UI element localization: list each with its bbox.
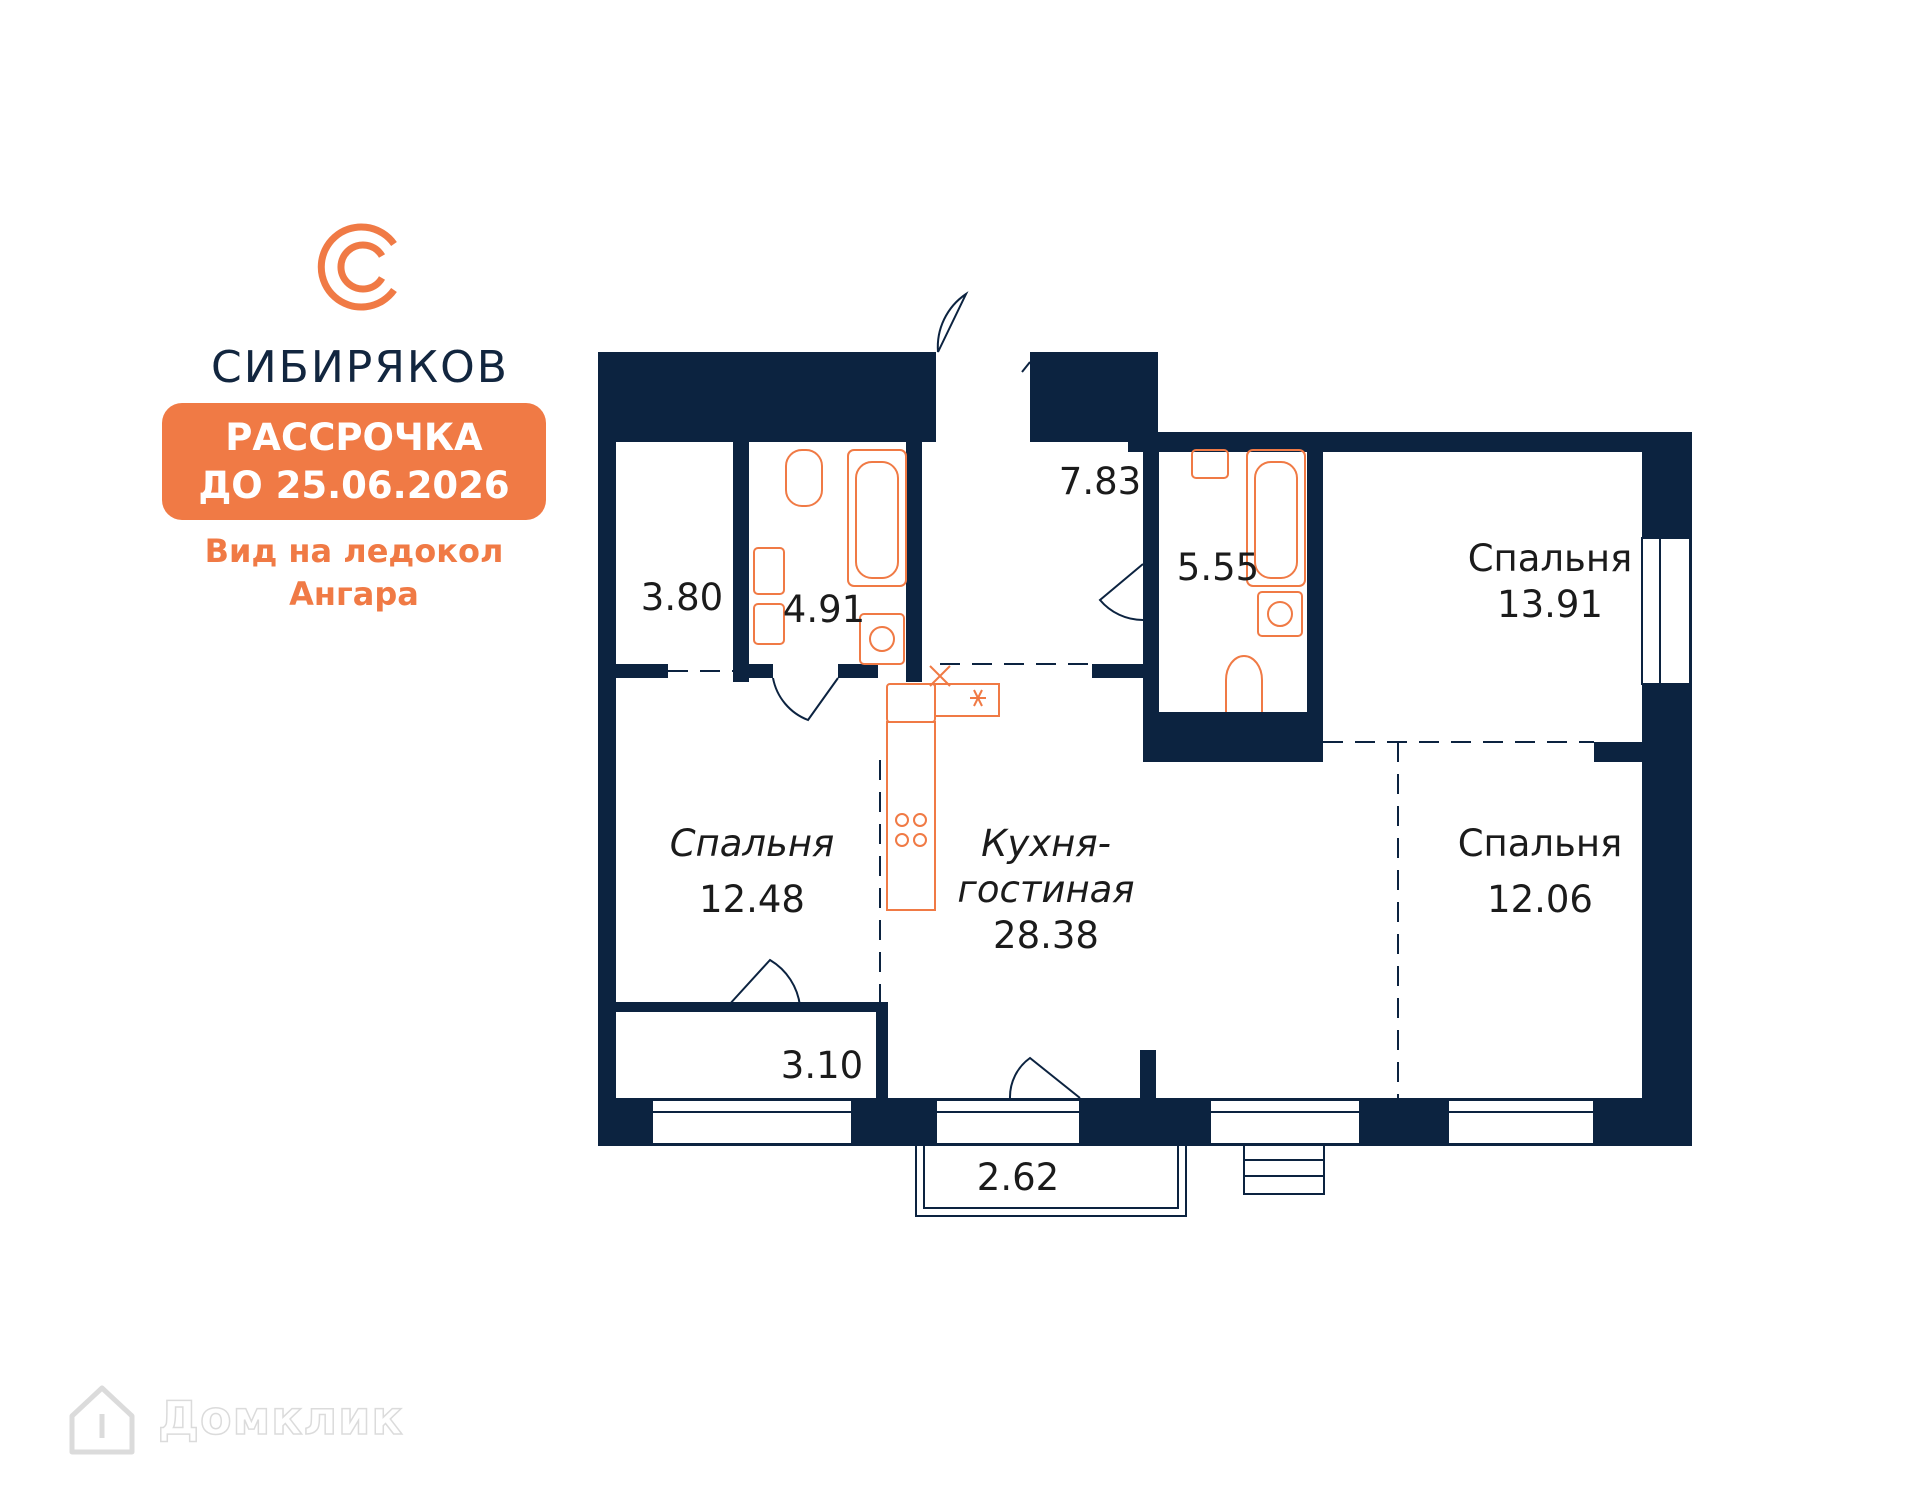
room-label-bedroom-2: Спальня 12.48 (670, 821, 835, 923)
room-label-bathroom-2: 5.55 (1177, 545, 1259, 591)
fixtures (753, 449, 1306, 911)
room-area: 4.91 (782, 588, 866, 631)
window-frame-lines (652, 538, 1661, 1113)
room-name: Кухня- (981, 822, 1111, 865)
room-name-line-2: гостиная (957, 868, 1135, 911)
room-area: 7.83 (1058, 460, 1142, 503)
promo-line-2: ДО 25.06.2026 (198, 463, 510, 507)
room-area: 28.38 (993, 914, 1099, 957)
view-note: Вид на ледокол Ангара (162, 530, 546, 616)
room-label-balcony: 2.62 (977, 1155, 1059, 1201)
room-area: 3.80 (640, 576, 724, 619)
room-label-hallway: 7.83 (1059, 459, 1141, 505)
brand-name: СИБИРЯКОВ (211, 342, 509, 393)
zone-separators (668, 663, 1594, 1098)
room-area: 2.62 (976, 1156, 1060, 1199)
doors (727, 291, 1144, 1099)
promo-line-1: РАССРОЧКА (225, 415, 483, 459)
walls (598, 352, 1692, 1146)
watermark: Домклик (62, 1378, 404, 1458)
room-label-storage-2: 3.10 (781, 1043, 863, 1089)
room-area: 3.10 (780, 1044, 864, 1087)
room-area: 13.91 (1497, 583, 1603, 626)
balcony-outline (915, 1144, 1187, 1217)
room-label-bathroom-1: 4.91 (783, 587, 865, 633)
room-name: Спальня (669, 822, 835, 865)
view-note-line-2: Ангара (289, 575, 419, 613)
entrance-steps (1243, 1143, 1325, 1195)
c-letter-logo-icon (317, 223, 397, 311)
view-note-line-1: Вид на ледокол (204, 532, 504, 570)
room-label-bedroom-3: Спальня 12.06 (1458, 821, 1623, 923)
room-area: 12.48 (699, 878, 805, 921)
room-name: Спальня (1457, 822, 1623, 865)
brand-block: СИБИРЯКОВ (160, 222, 560, 393)
room-area: 5.55 (1176, 546, 1260, 589)
windows (651, 537, 1691, 1145)
room-name: Спальня (1467, 537, 1633, 580)
room-label-storage-1: 3.80 (641, 575, 723, 621)
watermark-text: Домклик (157, 1390, 404, 1446)
room-label-kitchen-living: Кухня- гостиная 28.38 (957, 821, 1134, 959)
room-area: 12.06 (1487, 878, 1593, 921)
promo-badge: РАССРОЧКА ДО 25.06.2026 (162, 403, 546, 520)
house-icon (69, 1385, 135, 1455)
room-label-bedroom-1: Спальня 13.91 (1468, 536, 1633, 628)
